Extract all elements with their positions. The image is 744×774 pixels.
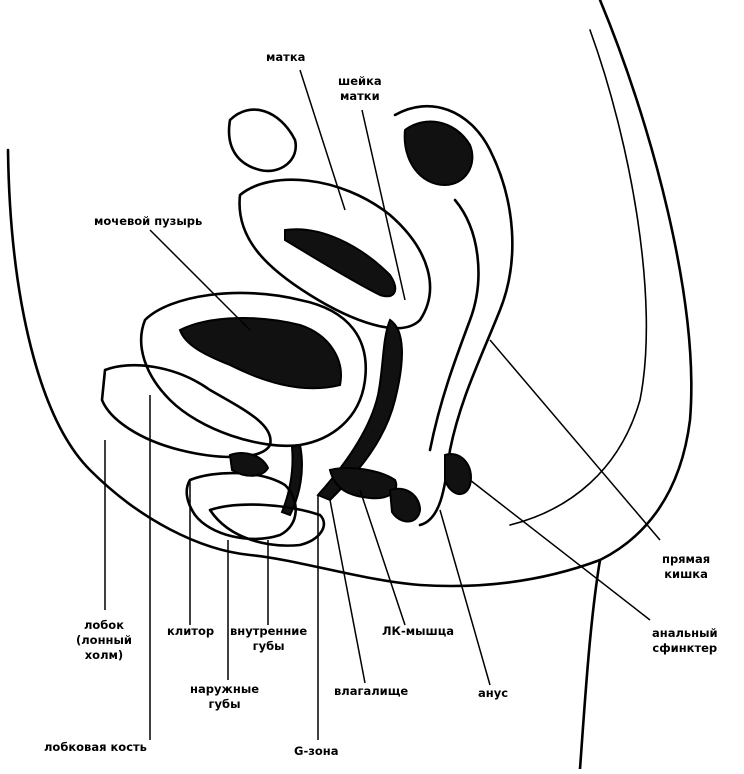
label-rectum-line1: прямая <box>662 552 711 566</box>
label-clitoris-text: клитор <box>167 624 215 638</box>
label-outer-labia-line1: наружные <box>190 682 260 696</box>
label-g-spot-text: G-зона <box>294 744 339 758</box>
body-front-outline <box>6 148 602 588</box>
label-bladder-text: мочевой пузырь <box>94 214 203 228</box>
label-uterus-text: матка <box>266 50 306 64</box>
leader-rectum <box>489 339 661 541</box>
label-vagina: влагалище <box>334 684 408 699</box>
back-inner-outline <box>509 29 648 526</box>
label-anus-text: анус <box>478 686 509 700</box>
label-anal-sphincter-line2: сфинктер <box>652 641 718 655</box>
label-outer-labia-line2: губы <box>208 697 241 711</box>
urethra <box>280 443 303 517</box>
anal-canal <box>444 453 472 495</box>
leader-anus <box>439 509 491 686</box>
label-anal-sphincter-line1: анальный <box>652 626 718 640</box>
label-inner-labia-line1: внутренние <box>230 624 308 638</box>
label-anal-sphincter: анальный сфинктер <box>652 626 718 656</box>
label-vagina-text: влагалище <box>334 684 409 698</box>
bladder-shape <box>139 291 368 448</box>
uterus-shape <box>238 178 432 330</box>
pc-muscle-shape <box>328 467 398 500</box>
leader-vagina <box>329 499 366 684</box>
label-bladder: мочевой пузырь <box>94 214 202 229</box>
label-mons-line2: (лонный <box>76 633 132 647</box>
label-cervix-line2: матки <box>339 89 380 103</box>
rectum-inner <box>428 198 480 452</box>
vagina-canal <box>316 318 403 502</box>
label-pc-muscle-text: ЛК-мышца <box>382 624 455 638</box>
label-mons-line3: холм) <box>84 648 124 662</box>
label-rectum: прямая кишка <box>662 552 710 582</box>
leader-bladder <box>149 229 251 331</box>
label-pc-muscle: ЛК-мышца <box>382 624 454 639</box>
leader-anal-sphincter <box>469 479 651 621</box>
clitoris-shape <box>228 452 270 477</box>
pubic-bone-shape <box>100 363 272 459</box>
label-outer-labia: наружные губы <box>190 682 259 712</box>
label-mons-line1: лобок <box>83 618 124 632</box>
fallopian-tube <box>227 108 298 173</box>
label-cervix: шейка матки <box>338 74 382 104</box>
inner-labia-shape <box>208 503 326 547</box>
label-inner-labia: внутренние губы <box>230 624 307 654</box>
label-uterus: матка <box>266 50 305 65</box>
label-cervix-line1: шейка <box>338 74 382 88</box>
leader-pc-muscle <box>359 489 406 626</box>
label-anus: анус <box>478 686 508 701</box>
bladder-interior <box>178 317 342 390</box>
label-g-spot: G-зона <box>294 744 339 759</box>
body-back-outline <box>578 0 693 771</box>
perineum-mass <box>388 487 422 523</box>
leader-cervix <box>361 109 406 301</box>
label-rectum-line2: кишка <box>664 567 708 581</box>
label-pubic-bone: лобковая кость <box>44 740 147 755</box>
leader-uterus <box>299 69 346 211</box>
label-mons: лобок (лонный холм) <box>76 618 132 663</box>
label-pubic-bone-text: лобковая кость <box>44 740 147 754</box>
uterus-cavity <box>284 228 397 298</box>
label-clitoris: клитор <box>167 624 214 639</box>
rectum-top <box>403 120 474 187</box>
label-inner-labia-line2: губы <box>252 639 285 653</box>
